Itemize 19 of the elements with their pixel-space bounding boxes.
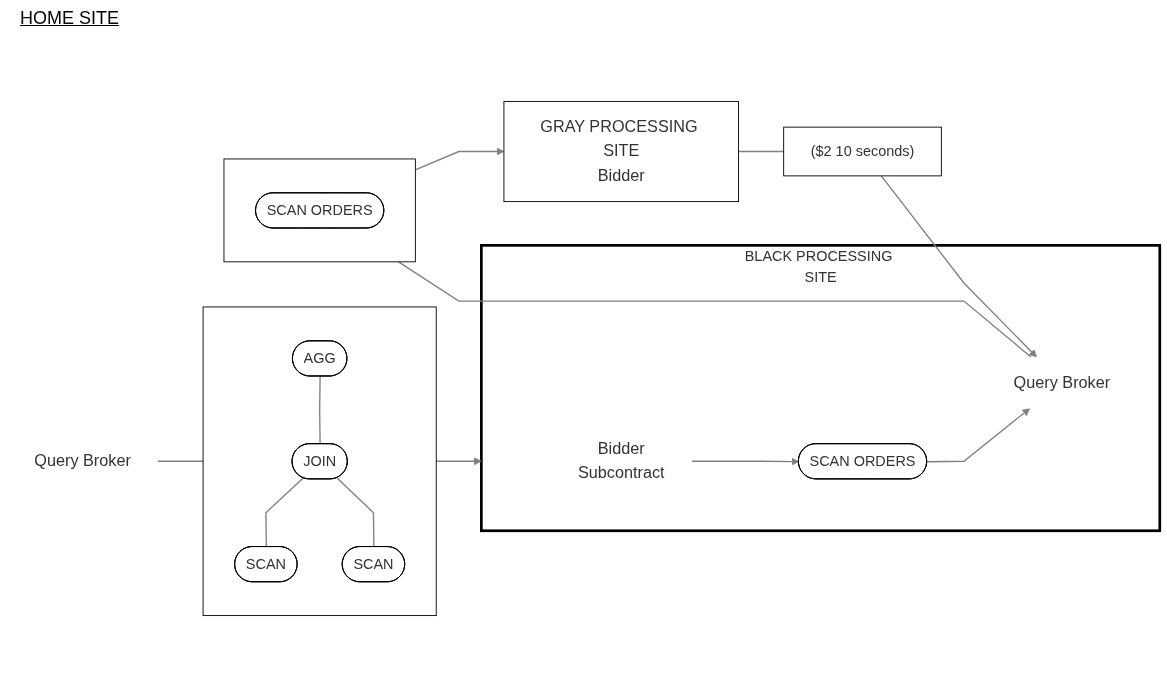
connector [397, 261, 1032, 358]
node-box: GRAY PROCESSING SITE Bidder [503, 100, 739, 203]
arrow [926, 408, 1031, 463]
arrow [414, 147, 505, 171]
connector [336, 477, 375, 548]
cluster [202, 306, 437, 617]
node-text: Query Broker [34, 451, 131, 470]
cluster [223, 158, 416, 263]
arrow [690, 457, 800, 466]
connector [265, 477, 304, 548]
node-text: Query Broker [1013, 373, 1111, 392]
connector [319, 375, 321, 445]
node-text: Bidder Subcontract [577, 439, 665, 483]
site-heading: HOME SITE [20, 8, 119, 29]
arrow [435, 457, 482, 466]
arrow [880, 175, 1037, 358]
connector [157, 460, 204, 462]
connector [737, 150, 785, 153]
node-box: ($2 10 seconds) [783, 126, 942, 177]
